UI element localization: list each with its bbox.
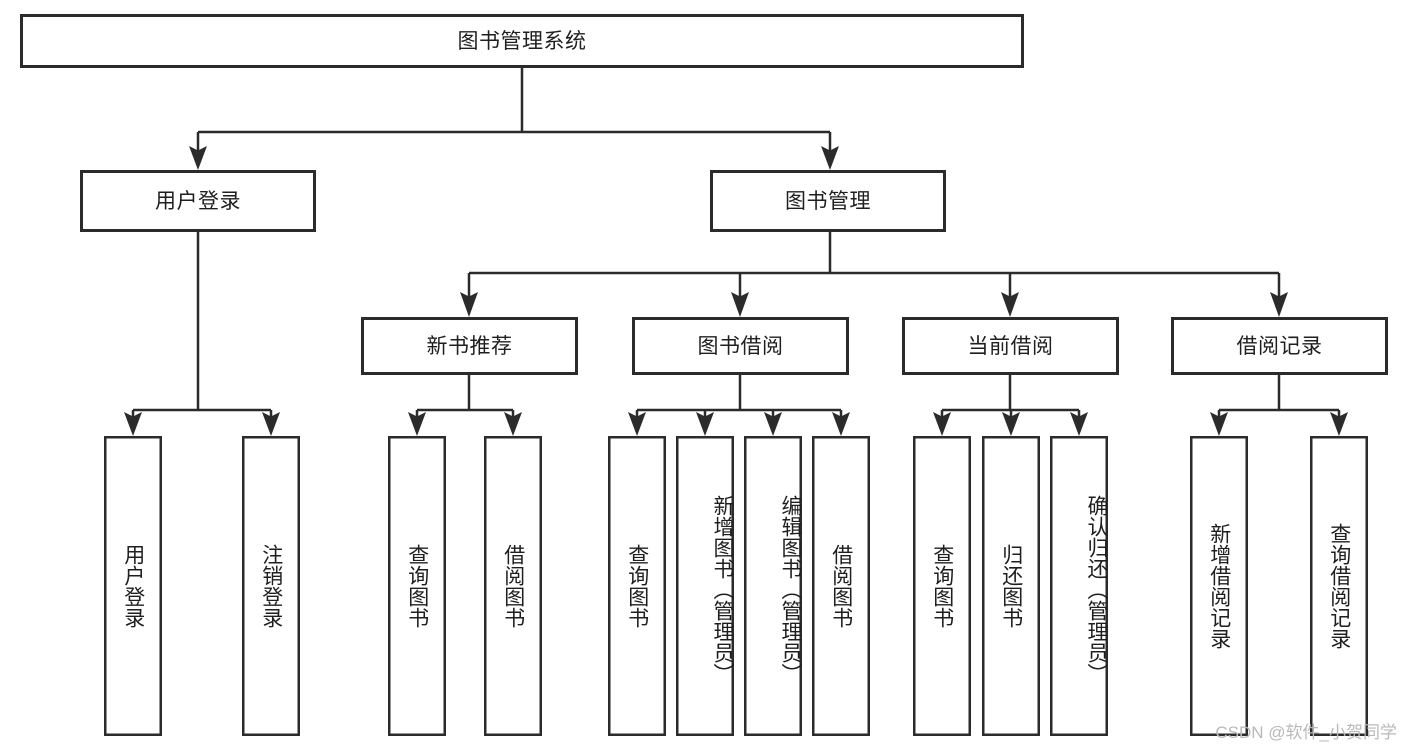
arrowhead-borrow-leaf4 — [832, 412, 850, 436]
arrowhead-records-leaf2 — [1330, 412, 1348, 436]
leaf-box-query-books-new[interactable] — [388, 436, 446, 736]
node-root-system[interactable] — [20, 14, 1024, 68]
arrowhead-borrow-leaf1 — [628, 412, 646, 436]
arrowhead-current-leaf3 — [1070, 412, 1088, 436]
node-book-borrow[interactable] — [632, 317, 849, 375]
arrowhead-book-mgmt-to-borrow — [731, 292, 749, 317]
leaf-box-return-book[interactable] — [982, 436, 1040, 736]
arrowhead-book-mgmt-to-new-books — [460, 292, 478, 317]
leaf-box-logout[interactable] — [242, 436, 300, 736]
node-borrow-records[interactable] — [1171, 317, 1388, 375]
arrowhead-book-mgmt-to-current — [1001, 292, 1019, 317]
arrowhead-borrow-leaf3 — [764, 412, 782, 436]
leaf-box-add-book-admin[interactable] — [676, 436, 734, 736]
arrowhead-records-leaf1 — [1210, 412, 1228, 436]
node-user-login[interactable] — [80, 170, 316, 232]
leaf-box-query-books-current[interactable] — [913, 436, 971, 736]
leaf-box-edit-book-admin[interactable] — [744, 436, 802, 736]
leaf-box-borrow-books-new[interactable] — [484, 436, 542, 736]
arrowhead-new-books-leaf2 — [504, 412, 522, 436]
arrowhead-current-leaf2 — [1002, 412, 1020, 436]
arrowhead-borrow-leaf2 — [696, 412, 714, 436]
leaf-box-query-borrow-record[interactable] — [1310, 436, 1368, 736]
arrowhead-new-books-leaf1 — [408, 412, 426, 436]
arrowhead-user-login-to-leaf1 — [124, 412, 142, 436]
node-book-management[interactable] — [710, 170, 946, 232]
leaf-box-borrow-book[interactable] — [812, 436, 870, 736]
leaf-box-confirm-return-admin[interactable] — [1050, 436, 1108, 736]
leaf-box-query-books-borrow[interactable] — [608, 436, 666, 736]
leaf-box-add-borrow-record[interactable] — [1190, 436, 1248, 736]
node-new-book-recommend[interactable] — [361, 317, 578, 375]
arrowhead-book-mgmt-to-records — [1270, 292, 1288, 317]
leaf-box-user-login[interactable] — [104, 436, 162, 736]
arrowhead-root-to-book-mgmt — [821, 146, 839, 170]
arrowhead-root-to-user-login — [189, 146, 207, 170]
arrowhead-current-leaf1 — [933, 412, 951, 436]
arrowhead-user-login-to-leaf2 — [262, 412, 280, 436]
node-current-borrow[interactable] — [902, 317, 1119, 375]
